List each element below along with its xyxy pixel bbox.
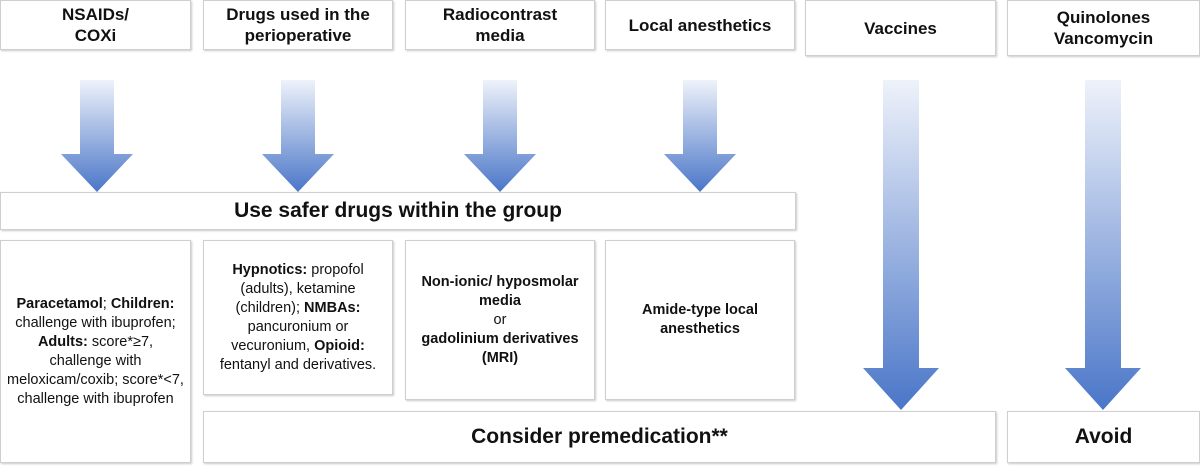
radiocontrast-recommendation: Non-ionic/ hyposmolar media or gadoliniu… — [405, 240, 595, 400]
avoid-label: Avoid — [1074, 425, 1133, 448]
adults-text: score*≥7, challenge with meloxicam/coxib… — [7, 333, 184, 407]
header-local-anesthetics: Local anesthetics — [605, 0, 795, 50]
opioid-text: fentanyl and derivatives. — [219, 356, 377, 373]
children-text: challenge with ibuprofen; — [15, 314, 176, 331]
arrow-down-icon — [262, 80, 334, 192]
adults-label: Adults: — [37, 333, 88, 350]
local-anesthetics-recommendation: Amide-type local anesthetics — [605, 240, 795, 400]
header-radiocontrast: Radiocontrast media — [405, 0, 595, 50]
nmba-label: NMBAs: — [304, 299, 361, 316]
hypnotics-text: propofol (adults), ketamine (children); — [235, 261, 364, 316]
nonionic-media-text: Non-ionic/ hyposmolar media — [421, 273, 579, 309]
arrow-down-icon — [1065, 80, 1141, 410]
header-radiocontrast-label: Radiocontrast media — [442, 5, 558, 45]
gadolinium-text: gadolinium derivatives (MRI) — [421, 330, 579, 366]
header-vaccines-label: Vaccines — [864, 18, 937, 38]
safer-drugs-label: Use safer drugs within the group — [234, 199, 562, 222]
arrow-down-icon — [61, 80, 133, 192]
header-local-anesthetics-label: Local anesthetics — [628, 15, 772, 35]
avoid-banner: Avoid — [1007, 411, 1200, 463]
amide-type-text: Amide-type local anesthetics — [641, 302, 759, 337]
hypnotics-label: Hypnotics: — [232, 261, 308, 278]
arrow-down-icon — [863, 80, 939, 410]
paracetamol-label: Paracetamol — [16, 295, 103, 312]
header-quinolones-label: Quinolones Vancomycin — [1053, 8, 1154, 48]
header-perioperative: Drugs used in the perioperative — [203, 0, 393, 50]
arrow-down-icon — [464, 80, 536, 192]
opioid-label: Opioid: — [314, 337, 365, 354]
premedication-banner: Consider premedication** — [203, 411, 996, 463]
or-text: or — [493, 311, 507, 328]
header-quinolones: Quinolones Vancomycin — [1007, 0, 1200, 56]
nmba-text: pancuronium or vecuronium, — [231, 318, 349, 354]
perioperative-recommendation: Hypnotics: propofol (adults), ketamine (… — [203, 240, 393, 395]
premedication-label: Consider premedication** — [471, 425, 728, 448]
safer-drugs-banner: Use safer drugs within the group — [0, 192, 796, 230]
arrow-down-icon — [664, 80, 736, 192]
children-label: Children: — [110, 295, 175, 312]
separator: ; — [102, 295, 107, 312]
header-perioperative-label: Drugs used in the perioperative — [226, 5, 370, 45]
nsaids-recommendation: Paracetamol; Children: challenge with ib… — [0, 240, 191, 463]
header-vaccines: Vaccines — [805, 0, 996, 56]
header-nsaids-label: NSAIDs/ COXi — [61, 5, 130, 45]
header-nsaids: NSAIDs/ COXi — [0, 0, 191, 50]
